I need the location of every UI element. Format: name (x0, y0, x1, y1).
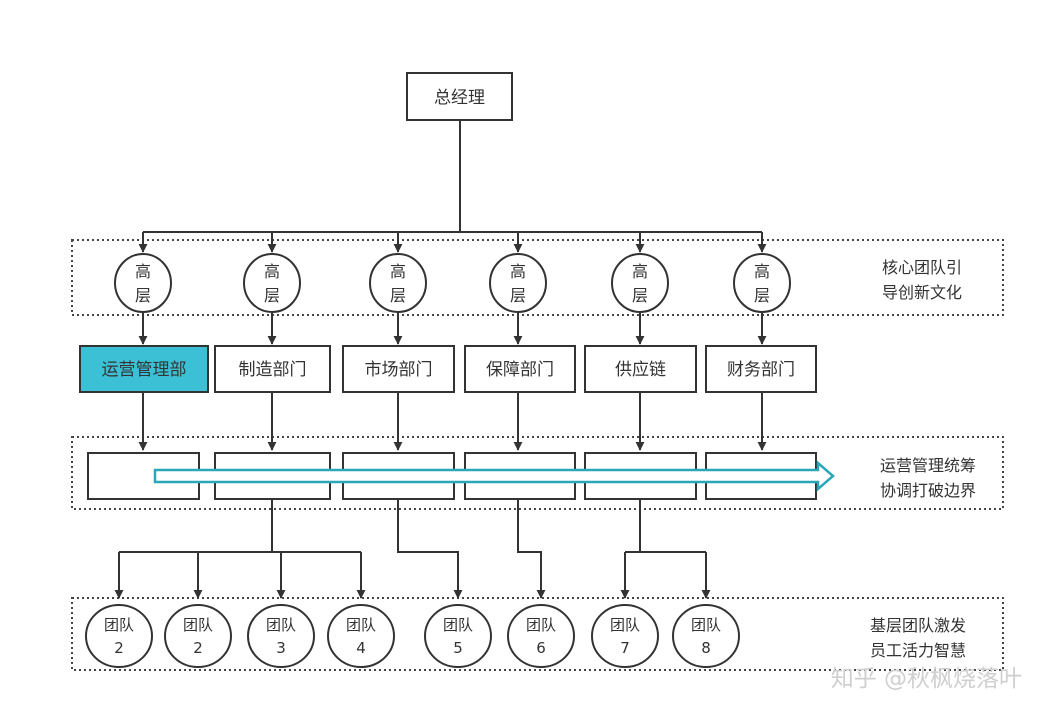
general-manager-label: 总经理 (434, 88, 485, 108)
department-label: 保障部门 (486, 360, 554, 380)
department-label: 供应链 (615, 360, 666, 380)
core-label-line2: 导创新文化 (882, 283, 962, 302)
department-marketing: 市场部门 (342, 345, 455, 393)
executive-label-top: 高 (264, 262, 280, 281)
operations-label-line2: 协调打破边界 (880, 481, 976, 500)
executive-label-top: 高 (135, 262, 151, 281)
executive-label-top: 高 (390, 262, 406, 281)
department-label: 运营管理部 (102, 360, 187, 380)
team-node-3: 团队 3 (247, 604, 315, 668)
team-node-2: 团队 2 (164, 604, 232, 668)
team-node-8: 团队 8 (672, 604, 740, 668)
executive-label-bottom: 层 (632, 286, 648, 305)
team-node-6: 团队 6 (507, 604, 575, 668)
executive-node-6: 高 层 (733, 253, 791, 313)
department-operations: 运营管理部 (79, 345, 209, 393)
grassroots-label-line2: 员工活力智慧 (870, 641, 966, 660)
executive-label-top: 高 (632, 262, 648, 281)
department-label: 市场部门 (365, 360, 433, 380)
general-manager-node: 总经理 (406, 72, 513, 121)
team-number: 3 (276, 639, 286, 657)
team-label: 团队 (691, 616, 721, 634)
operations-layer (71, 436, 1004, 510)
team-node-7: 团队 7 (591, 604, 659, 668)
executive-node-2: 高 层 (243, 253, 301, 313)
team-node-1: 团队 2 (85, 604, 153, 668)
department-manufacturing: 制造部门 (214, 345, 331, 393)
exec-dept-connectors (138, 312, 767, 345)
team-number: 6 (536, 639, 546, 657)
department-label: 制造部门 (239, 360, 307, 380)
team-number: 2 (193, 639, 203, 657)
department-support: 保障部门 (464, 345, 576, 393)
grassroots-layer-label: 基层团队激发 员工活力智慧 (870, 616, 966, 660)
team-label: 团队 (104, 616, 134, 634)
team-label: 团队 (183, 616, 213, 634)
executive-label-bottom: 层 (135, 286, 151, 305)
executive-label-bottom: 层 (510, 286, 526, 305)
team-number: 8 (701, 639, 711, 657)
executive-node-1: 高 层 (114, 253, 172, 313)
team-label: 团队 (610, 616, 640, 634)
executive-label-bottom: 层 (390, 286, 406, 305)
department-finance: 财务部门 (705, 345, 817, 393)
core-layer-label: 核心团队引 导创新文化 (882, 258, 962, 302)
team-node-5: 团队 5 (424, 604, 492, 668)
watermark: 知乎 @秋枫烧落叶 (831, 666, 1022, 692)
department-supply-chain: 供应链 (584, 345, 697, 393)
team-label: 团队 (443, 616, 473, 634)
executive-label-bottom: 层 (754, 286, 770, 305)
operations-label-line1: 运营管理统筹 (880, 456, 976, 475)
team-node-4: 团队 4 (327, 604, 395, 668)
team-connectors (114, 499, 711, 599)
team-label: 团队 (526, 616, 556, 634)
executive-label-top: 高 (754, 262, 770, 281)
team-label: 团队 (266, 616, 296, 634)
executive-label-top: 高 (510, 262, 526, 281)
cross-boundary-arrow (153, 460, 835, 492)
team-label: 团队 (346, 616, 376, 634)
team-number: 4 (356, 639, 366, 657)
executive-node-4: 高 层 (489, 253, 547, 313)
department-label: 财务部门 (727, 360, 795, 380)
core-team-layer (71, 239, 1004, 316)
team-number: 2 (114, 639, 124, 657)
core-label-line1: 核心团队引 (882, 258, 962, 277)
team-number: 5 (453, 639, 463, 657)
gm-connectors (138, 120, 767, 253)
grassroots-label-line1: 基层团队激发 (870, 616, 966, 635)
executive-node-3: 高 层 (369, 253, 427, 313)
team-number: 7 (620, 639, 630, 657)
operations-layer-label: 运营管理统筹 协调打破边界 (880, 456, 976, 500)
dept-ops-connectors (138, 392, 767, 451)
executive-label-bottom: 层 (264, 286, 280, 305)
executive-node-5: 高 层 (611, 253, 669, 313)
